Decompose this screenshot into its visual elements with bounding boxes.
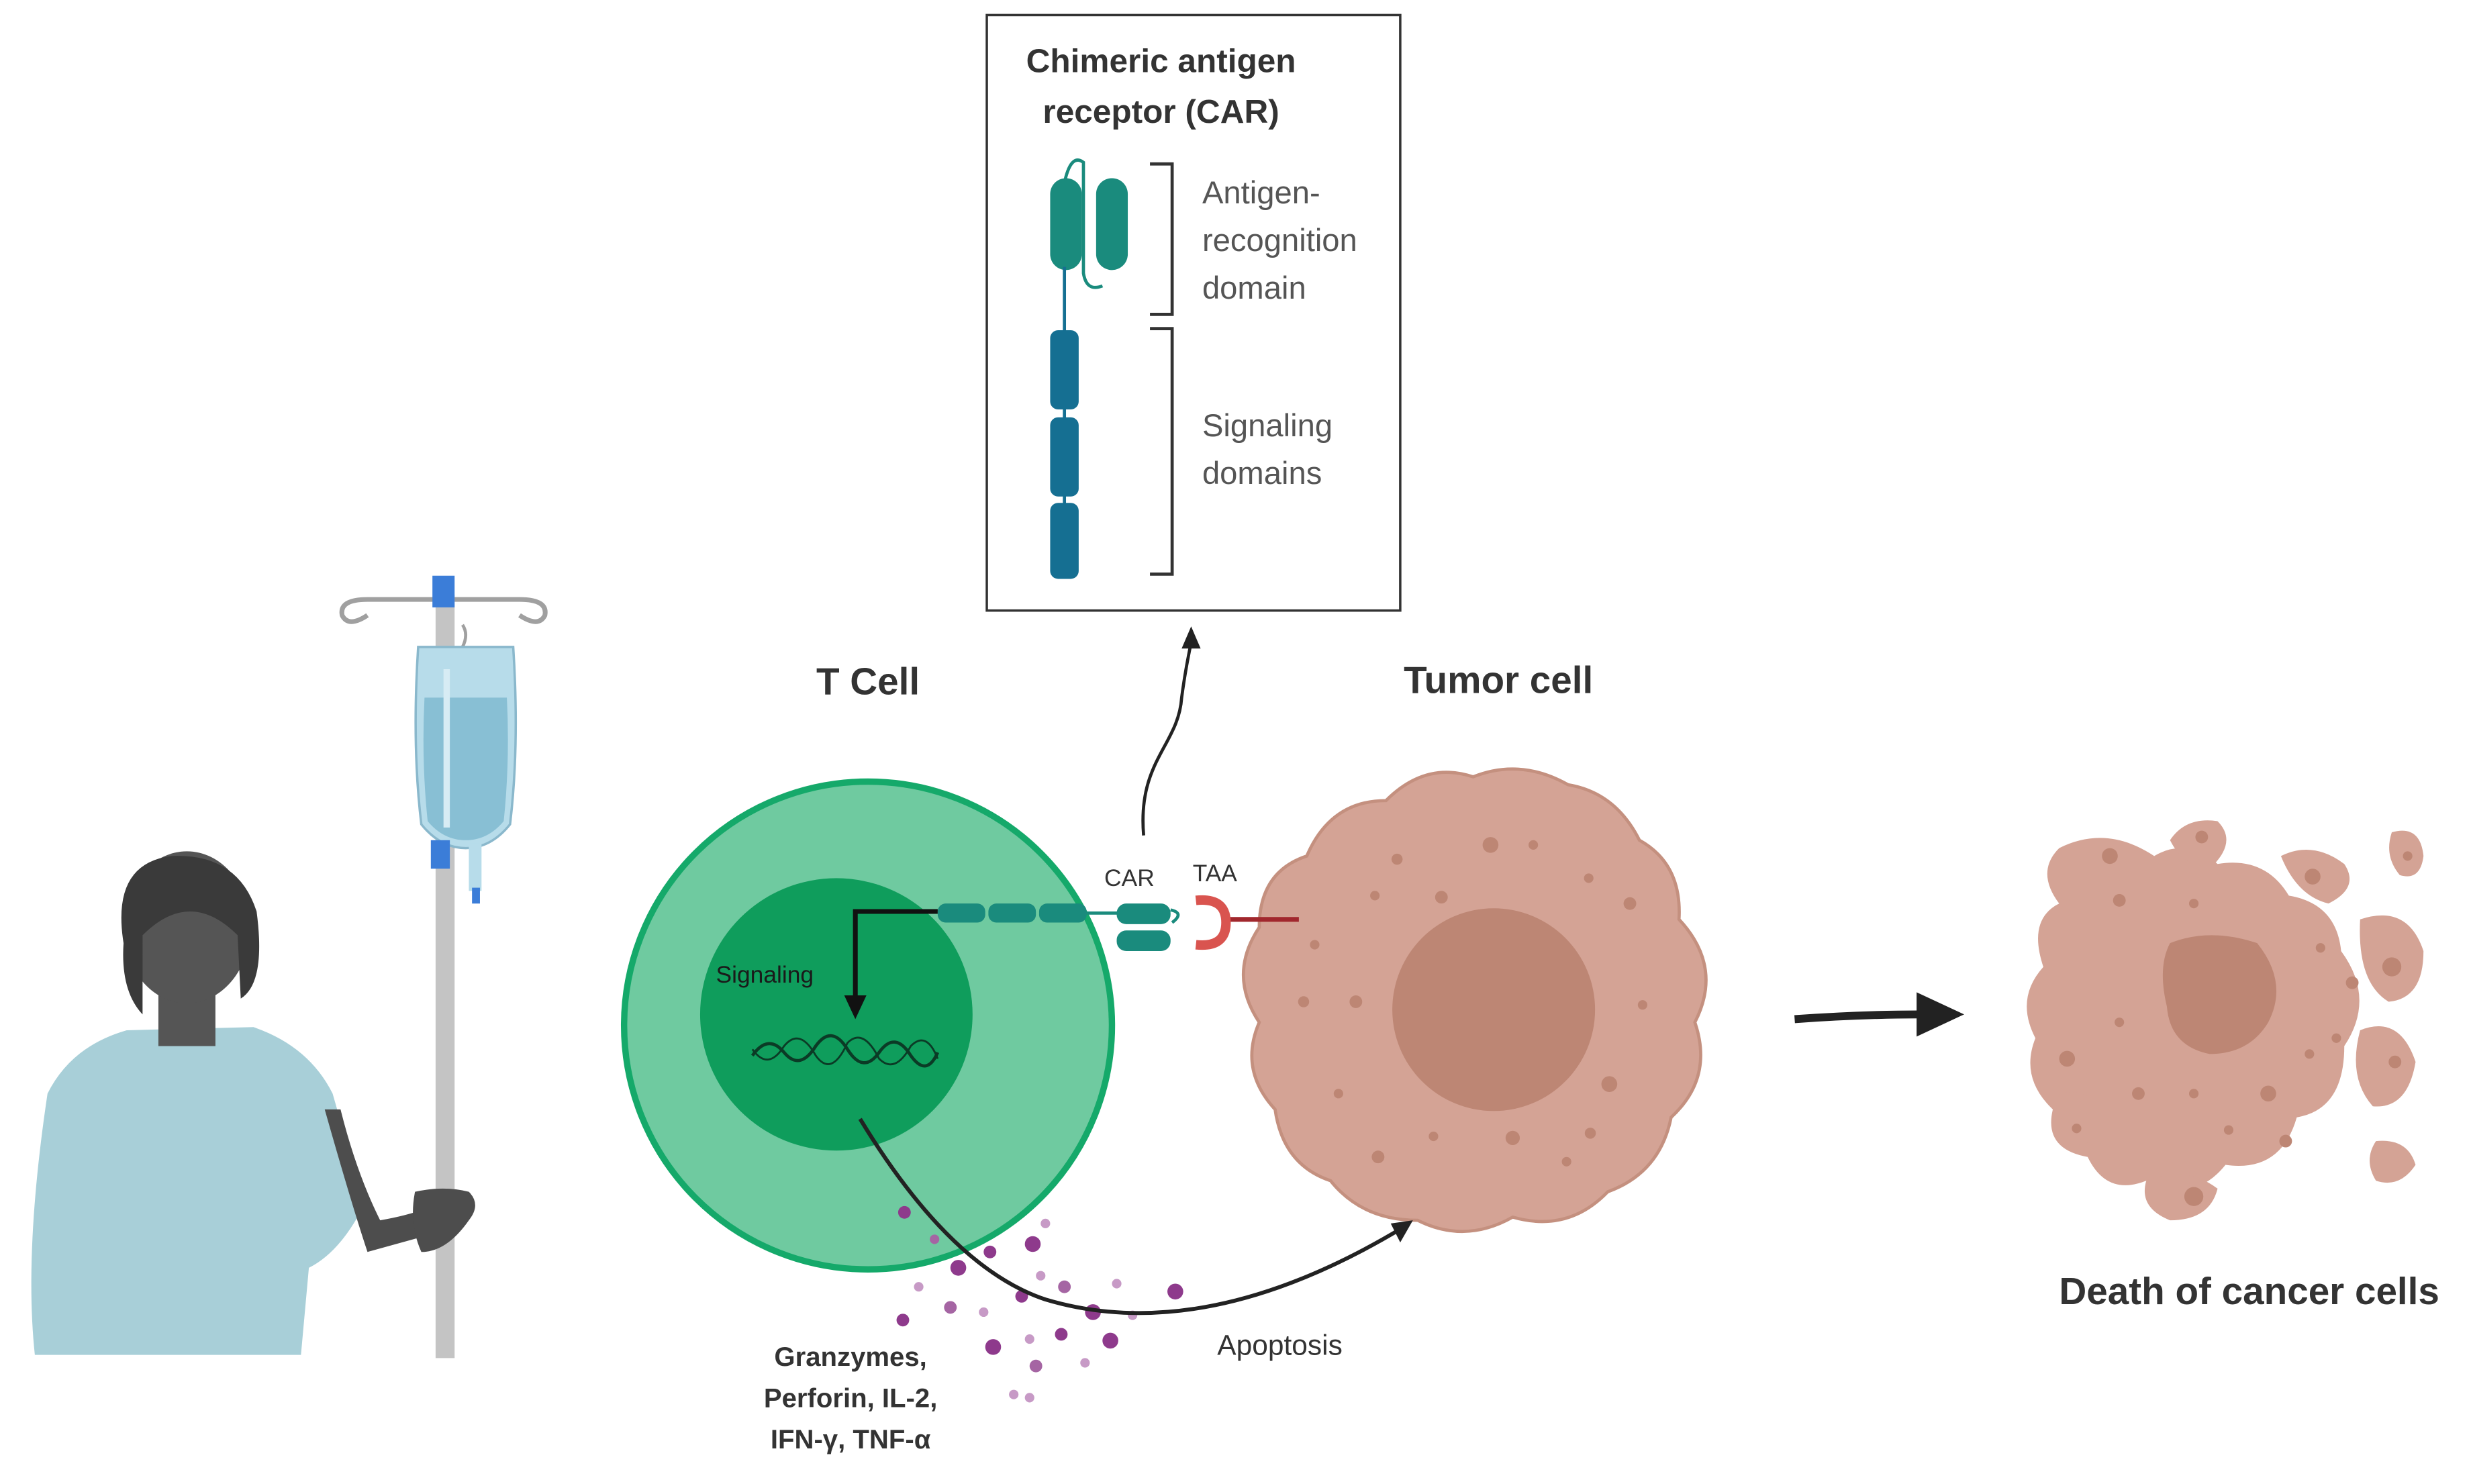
dead-cancer-cell xyxy=(2027,820,2424,1221)
apoptosis-label: Apoptosis xyxy=(1217,1330,1343,1361)
dna-icon xyxy=(750,1034,940,1068)
antigen-recognition-domain-icon xyxy=(1050,158,1128,337)
signaling-arrow xyxy=(853,909,938,1002)
dead-cell-dots xyxy=(2059,830,2413,1206)
patient-with-iv-icon xyxy=(31,575,548,1358)
taa-label: TAA xyxy=(1193,860,1238,887)
car-label: CAR xyxy=(1104,865,1155,891)
car-box-title-line1: Chimeric antigen xyxy=(1026,42,1296,79)
antigen-label-line1: Antigen- xyxy=(1202,175,1320,211)
tumor-nucleus xyxy=(1392,908,1596,1111)
signaling-label-line1: Signaling xyxy=(1202,408,1333,444)
dead-cell-nucleus xyxy=(2162,935,2277,1054)
taa-antigen-icon xyxy=(1195,895,1299,950)
antigen-bracket xyxy=(1150,162,1174,316)
t-cell-nucleus xyxy=(699,878,973,1151)
cytotoxic-granules xyxy=(896,1205,1183,1403)
car-receptor-icon xyxy=(937,903,1180,951)
signaling-label: Signaling xyxy=(716,962,814,988)
cytokines-label-line3: IFN-γ, TNF-α xyxy=(771,1425,931,1454)
car-box-title-line2: receptor (CAR) xyxy=(1043,93,1279,130)
antigen-label-line3: domain xyxy=(1202,270,1306,306)
car-structure-box: Chimeric antigen receptor (CAR) Antigen-… xyxy=(985,13,1402,612)
car-zoom-arrow xyxy=(1141,626,1201,836)
signaling-label-line2: domains xyxy=(1202,456,1322,491)
signaling-bracket xyxy=(1150,327,1174,576)
signaling-domains-icon xyxy=(1050,330,1079,579)
death-of-cancer-cells-label: Death of cancer cells xyxy=(2059,1271,2439,1313)
tumor-dots xyxy=(1298,837,1647,1167)
antigen-label-line2: recognition xyxy=(1202,223,1357,258)
cytokines-label-line2: Perforin, IL-2, xyxy=(764,1384,938,1414)
tumor-cell: TAA Tumor cell xyxy=(1193,659,1708,1234)
t-cell: Signaling T Cell CAR xyxy=(620,661,1180,1273)
apoptosis-arrow xyxy=(858,1118,1413,1316)
tumor-cell-label: Tumor cell xyxy=(1404,659,1593,701)
t-cell-label: T Cell xyxy=(816,661,920,703)
result-arrow xyxy=(1794,992,1964,1037)
cytokines-label-line1: Granzymes, xyxy=(774,1342,926,1372)
